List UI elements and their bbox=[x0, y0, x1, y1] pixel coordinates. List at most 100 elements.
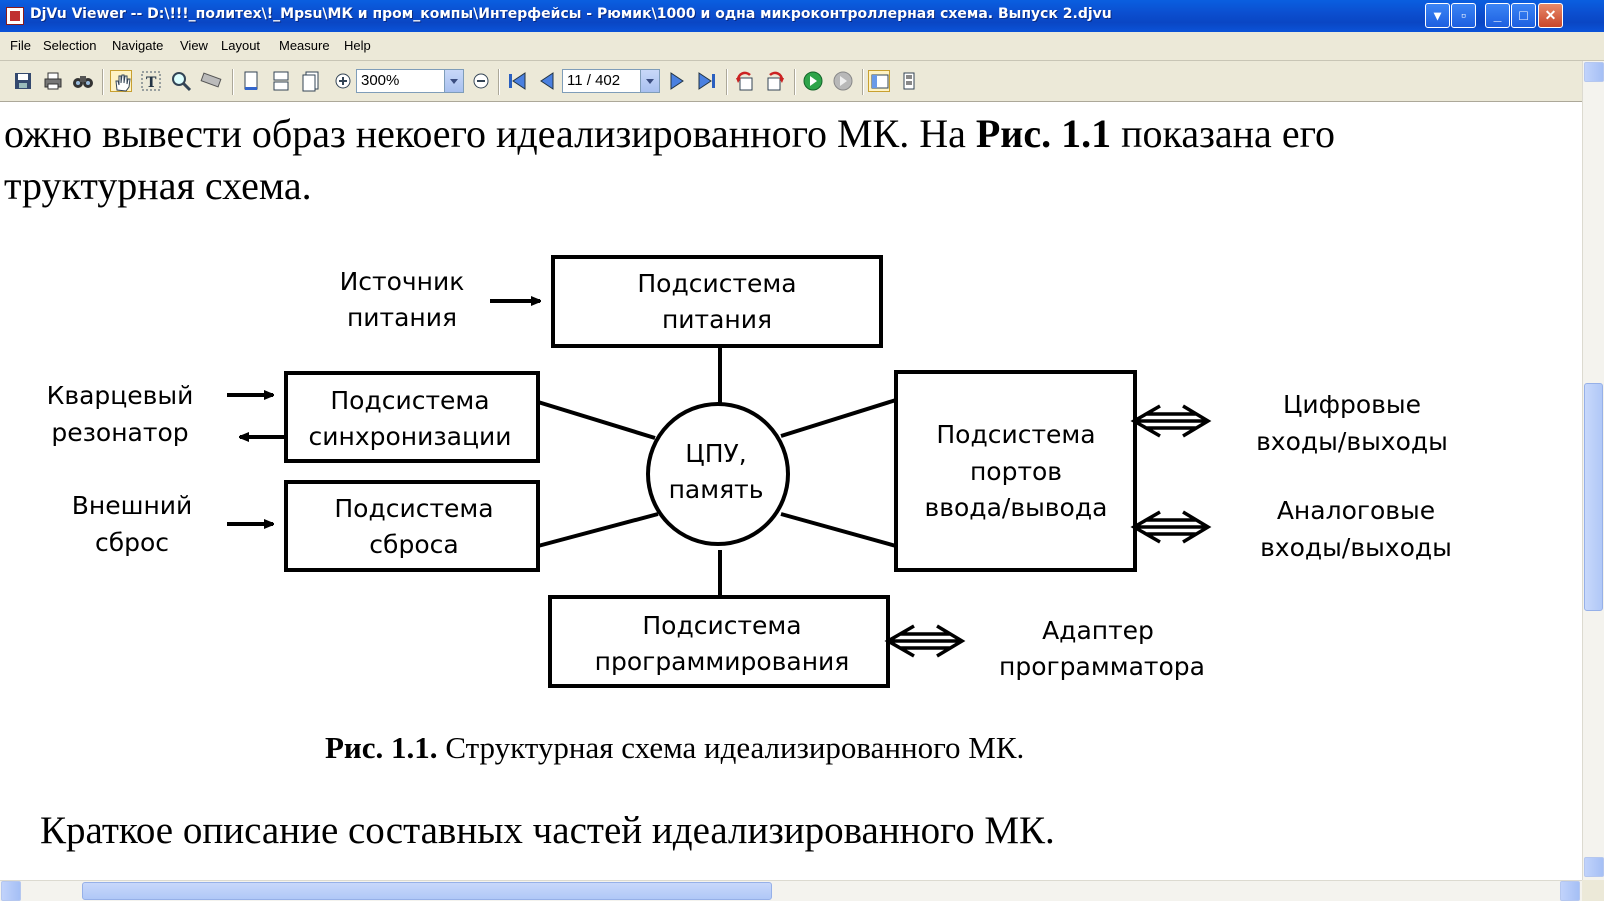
label-external-reset-2: сброс bbox=[95, 528, 169, 557]
text-line-1-b: показана его bbox=[1111, 111, 1335, 156]
label-external-reset-1: Внешний bbox=[72, 491, 193, 520]
box-sync-subsystem bbox=[284, 371, 540, 463]
scrollbar-corner bbox=[1582, 880, 1604, 900]
label-prog-subsystem-1: Подсистема bbox=[642, 611, 801, 640]
chevron-down-icon[interactable] bbox=[444, 70, 463, 92]
go-forward-icon[interactable] bbox=[802, 70, 824, 92]
label-power-source-1: Источник bbox=[340, 267, 465, 296]
double-arrow-analog bbox=[1130, 510, 1212, 544]
link-cpu-io-top bbox=[780, 398, 897, 438]
sidebar-toggle-icon[interactable] bbox=[868, 70, 890, 92]
save-icon[interactable] bbox=[12, 70, 34, 92]
menu-view[interactable]: View bbox=[180, 38, 208, 53]
vertical-scrollbar[interactable] bbox=[1582, 61, 1604, 880]
scroll-right-button[interactable] bbox=[1560, 881, 1580, 901]
label-digital-io-1: Цифровые bbox=[1283, 390, 1421, 419]
menu-layout[interactable]: Layout bbox=[221, 38, 261, 53]
label-sync-subsystem-2: синхронизации bbox=[308, 422, 511, 451]
label-prog-subsystem-2: программирования bbox=[595, 647, 850, 676]
caption-text: Структурная схема идеализированного МК. bbox=[437, 730, 1025, 765]
link-cpu-io-bottom bbox=[780, 512, 897, 548]
box-power-subsystem bbox=[551, 255, 883, 348]
facing-pages-icon[interactable] bbox=[300, 70, 322, 92]
label-reset-subsystem-1: Подсистема bbox=[334, 494, 493, 523]
box-reset-subsystem bbox=[284, 480, 540, 572]
document-view[interactable]: ожно вывести образ некоего идеализирован… bbox=[0, 102, 1582, 880]
label-power-source-2: питания bbox=[347, 303, 457, 332]
vertical-scroll-thumb[interactable] bbox=[1584, 383, 1603, 611]
label-io-subsystem-2: портов bbox=[970, 457, 1062, 486]
label-digital-io-2: входы/выходы bbox=[1256, 427, 1448, 456]
rotate-right-icon[interactable] bbox=[764, 70, 786, 92]
label-analog-io-2: входы/выходы bbox=[1260, 533, 1452, 562]
first-page-icon[interactable] bbox=[506, 70, 528, 92]
previous-page-icon[interactable] bbox=[536, 70, 558, 92]
rotate-left-icon[interactable] bbox=[734, 70, 756, 92]
zoom-combobox[interactable]: 300% bbox=[356, 69, 464, 93]
hand-tool-icon[interactable] bbox=[110, 70, 132, 92]
link-sync-cpu bbox=[537, 400, 656, 440]
last-page-icon[interactable] bbox=[696, 70, 718, 92]
double-arrow-programmer bbox=[884, 624, 966, 658]
horizontal-scrollbar[interactable] bbox=[0, 880, 1582, 901]
chevron-down-icon[interactable] bbox=[640, 70, 659, 92]
text-bottom-line: Краткое описание составных частей идеали… bbox=[40, 809, 1055, 852]
menu-navigate[interactable]: Navigate bbox=[112, 38, 164, 53]
label-crystal-1: Кварцевый bbox=[47, 381, 194, 410]
label-io-subsystem-3: ввода/вывода bbox=[925, 493, 1108, 522]
thumbnails-icon[interactable] bbox=[898, 70, 920, 92]
label-sync-subsystem-1: Подсистема bbox=[330, 386, 489, 415]
text-line-1-a: ожно вывести образ некоего идеализирован… bbox=[4, 111, 976, 156]
page-value: 11 / 402 bbox=[567, 72, 621, 89]
svg-text:T: T bbox=[146, 75, 157, 91]
toolbar: T 300% 11 / 402 bbox=[0, 61, 1604, 102]
menu-measure[interactable]: Measure bbox=[279, 38, 330, 53]
figure-ref: Рис. 1.1 bbox=[975, 111, 1112, 156]
zoom-tool-icon[interactable] bbox=[170, 70, 192, 92]
zoom-out-icon[interactable] bbox=[470, 70, 492, 92]
text-select-icon[interactable]: T bbox=[140, 70, 162, 92]
label-power-subsystem-2: питания bbox=[662, 305, 772, 334]
scroll-left-button[interactable] bbox=[1, 881, 21, 901]
figure-caption: Рис. 1.1. Структурная схема идеализирова… bbox=[325, 730, 1024, 766]
horizontal-scroll-thumb[interactable] bbox=[82, 882, 772, 900]
box-io-subsystem bbox=[894, 370, 1137, 572]
print-icon[interactable] bbox=[42, 70, 64, 92]
help-button[interactable]: ▾ bbox=[1425, 3, 1450, 28]
scroll-down-button[interactable] bbox=[1584, 857, 1604, 877]
zoom-in-icon[interactable] bbox=[332, 70, 354, 92]
label-cpu-1: ЦПУ, bbox=[685, 439, 746, 468]
next-page-icon[interactable] bbox=[666, 70, 688, 92]
text-line-2: труктурная схема. bbox=[4, 163, 312, 208]
menu-help[interactable]: Help bbox=[344, 38, 371, 53]
label-analog-io-1: Аналоговые bbox=[1277, 496, 1435, 525]
zoom-value: 300% bbox=[361, 72, 400, 89]
block-diagram: Источник питания Подсистема питания Квар… bbox=[47, 255, 1452, 688]
menu-bar: File Selection Navigate View Layout Meas… bbox=[0, 32, 1604, 61]
go-back-disabled-icon[interactable] bbox=[832, 70, 854, 92]
close-button[interactable]: ✕ bbox=[1538, 3, 1563, 28]
menu-selection[interactable]: Selection bbox=[43, 38, 97, 53]
page-combobox[interactable]: 11 / 402 bbox=[562, 69, 660, 93]
link-reset-cpu bbox=[537, 512, 659, 548]
label-io-subsystem-1: Подсистема bbox=[936, 420, 1095, 449]
scroll-up-button[interactable] bbox=[1584, 62, 1604, 82]
continuous-page-icon[interactable] bbox=[270, 70, 292, 92]
cpu-circle bbox=[646, 402, 790, 546]
djvu-app-icon[interactable] bbox=[6, 7, 24, 25]
find-binoculars-icon[interactable] bbox=[72, 70, 94, 92]
caption-number: Рис. 1.1. bbox=[325, 730, 438, 765]
label-crystal-2: резонатор bbox=[51, 418, 188, 447]
restore-button[interactable]: ▫ bbox=[1451, 3, 1476, 28]
title-bar: DjVu Viewer -- D:\!!!_политех\!_Mpsu\МК … bbox=[0, 0, 1604, 32]
minimize-button[interactable]: _ bbox=[1485, 3, 1510, 28]
label-prog-adapter-2: программатора bbox=[999, 652, 1205, 681]
double-arrow-digital bbox=[1130, 404, 1212, 438]
ruler-icon[interactable] bbox=[200, 70, 222, 92]
menu-file[interactable]: File bbox=[10, 38, 31, 53]
maximize-button[interactable]: □ bbox=[1511, 3, 1536, 28]
window-title: DjVu Viewer -- D:\!!!_политех\!_Mpsu\МК … bbox=[30, 6, 1112, 22]
text-line-1: ожно вывести образ некоего идеализирован… bbox=[4, 110, 1335, 157]
single-page-icon[interactable] bbox=[240, 70, 262, 92]
label-reset-subsystem-2: сброса bbox=[369, 530, 458, 559]
